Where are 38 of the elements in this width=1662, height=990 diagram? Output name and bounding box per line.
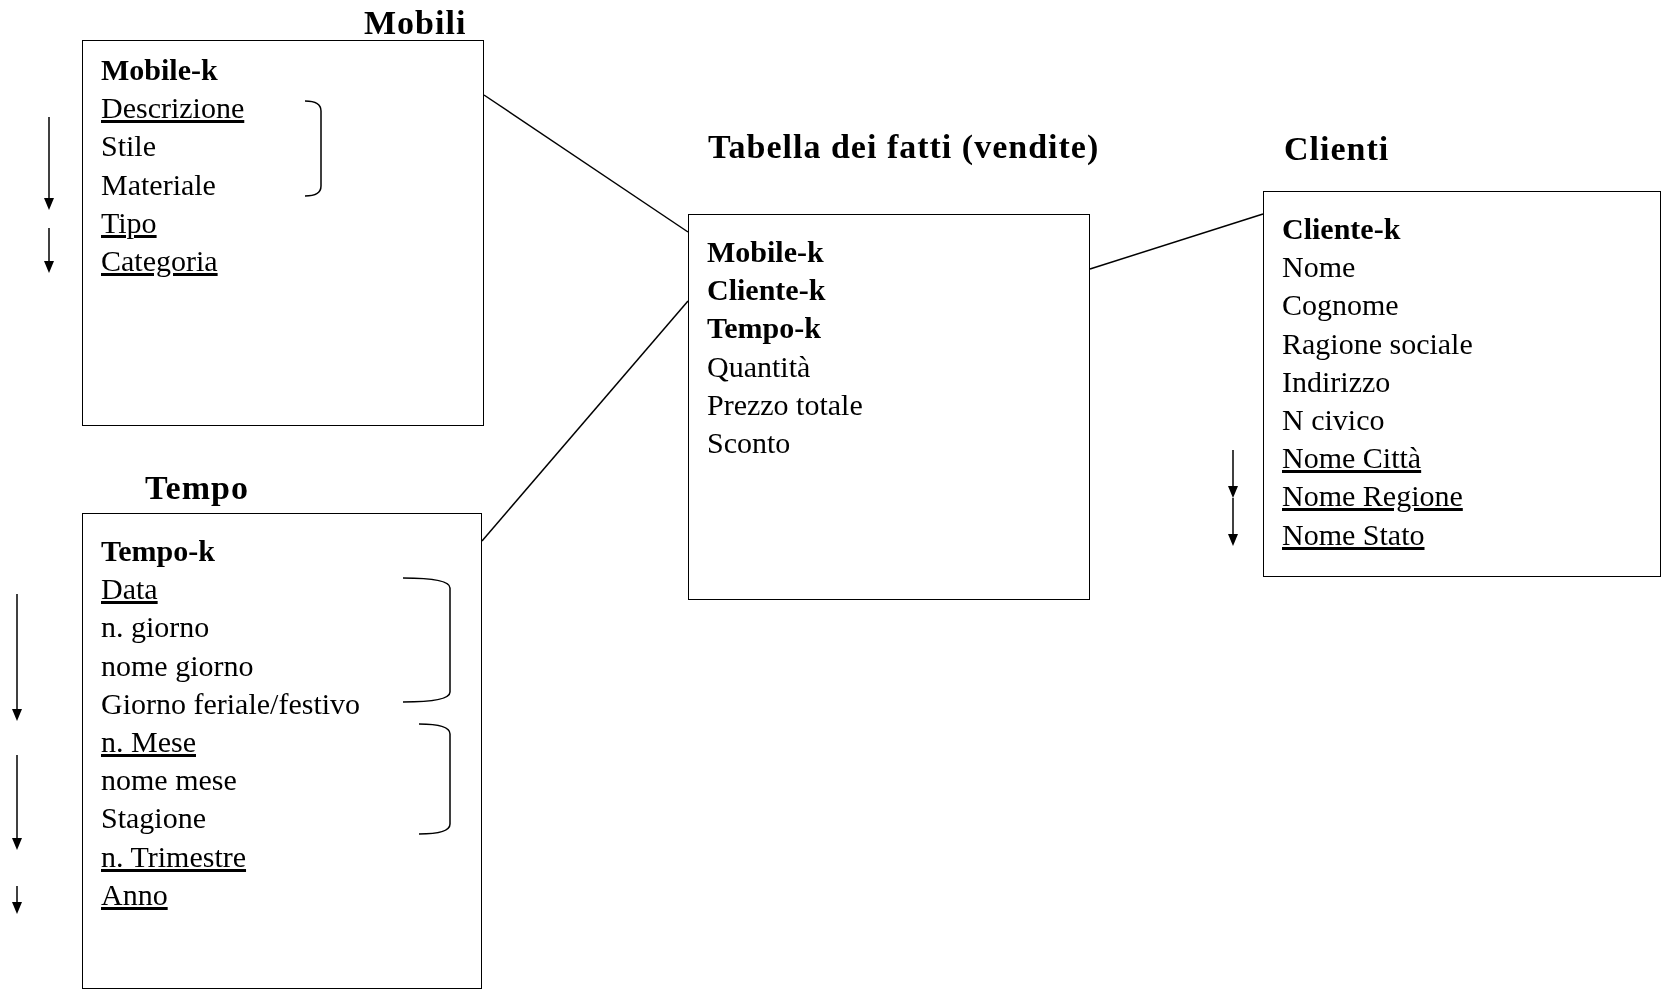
attribute: Tipo [101, 204, 157, 241]
attribute: Nome Stato [1282, 516, 1425, 553]
attribute: nome mese [101, 762, 237, 799]
attribute: Anno [101, 876, 168, 913]
table-title: Mobili [364, 4, 467, 42]
attribute: N civico [1282, 402, 1385, 438]
key-attribute: Tempo-k [101, 533, 215, 569]
attribute: nome giorno [101, 647, 254, 684]
attribute: Cognome [1282, 287, 1399, 324]
attribute: Descrizione [101, 90, 245, 127]
attribute: n. Mese [101, 724, 196, 760]
table-title: Tabella dei fatti (vendite) [708, 128, 1100, 166]
attribute: Quantità [707, 348, 811, 385]
attribute: Categoria [101, 243, 218, 279]
key-attribute: Mobile-k [101, 52, 218, 88]
attribute: Prezzo totale [707, 386, 863, 423]
attribute: n. Trimestre [101, 838, 247, 875]
connector-line [1089, 213, 1264, 270]
key-attribute: Tempo-k [707, 310, 821, 347]
table-title: Clienti [1284, 130, 1390, 168]
attribute: Nome Regione [1282, 478, 1463, 515]
attribute: Indirizzo [1282, 363, 1391, 400]
attribute: Materiale [101, 166, 216, 203]
table-title: Tempo [145, 469, 249, 507]
attribute: Data [101, 571, 158, 608]
connector-line [481, 300, 689, 542]
attribute: n. giorno [101, 609, 210, 646]
attribute: Nome Città [1282, 440, 1422, 477]
attribute: Ragione sociale [1282, 325, 1473, 362]
attribute: Nome [1282, 249, 1356, 286]
attribute: Stagione [101, 800, 206, 837]
connector-line [483, 94, 689, 233]
attribute: Giorno feriale/festivo [101, 685, 361, 722]
attribute: Sconto [707, 425, 791, 461]
key-attribute: Cliente-k [1282, 211, 1401, 247]
key-attribute: Cliente-k [707, 272, 826, 309]
key-attribute: Mobile-k [707, 234, 824, 270]
attribute: Stile [101, 128, 156, 165]
